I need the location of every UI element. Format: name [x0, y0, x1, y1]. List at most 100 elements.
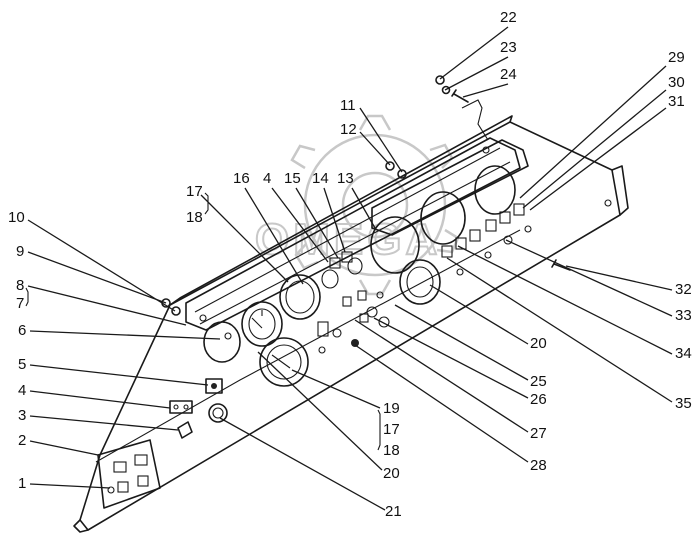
warning-lamp-icon	[205, 378, 223, 394]
callout-label-c34: 34	[675, 345, 692, 362]
leader-line-c20	[257, 351, 383, 471]
nut-icon	[435, 75, 445, 85]
leader-line-c35	[446, 257, 673, 403]
callout-label-c31: 31	[668, 93, 685, 110]
plate-icon	[169, 400, 193, 414]
callout-label-c13: 13	[337, 170, 354, 187]
callout-label-c20b: 20	[530, 335, 547, 352]
leader-line-c33	[505, 239, 673, 317]
leader-line-c5	[29, 364, 209, 386]
screw-icon	[451, 89, 469, 103]
callout-label-c4b: 4	[263, 170, 271, 187]
callout-label-c20: 20	[383, 465, 400, 482]
callout-label-c5: 5	[18, 356, 26, 373]
callout-label-c27: 27	[530, 425, 547, 442]
callout-label-c17b: 17	[383, 421, 400, 438]
callout-label-c17: 17	[186, 183, 203, 200]
gauge-speedometer-icon	[279, 274, 321, 320]
callout-label-c10: 10	[8, 209, 25, 226]
leader-line-c20b	[429, 284, 529, 345]
label-brackets	[25, 192, 381, 451]
callout-label-c22: 22	[500, 9, 517, 26]
leader-line-c8	[27, 285, 187, 326]
screw-icon	[551, 259, 571, 271]
indicator-lamp-icon	[351, 339, 359, 347]
leader-line-c14	[323, 187, 346, 253]
watermark: OMEGA	[254, 114, 460, 296]
leader-line-c10	[27, 219, 176, 312]
gauge-group-lower	[203, 259, 441, 387]
callout-label-c23: 23	[500, 39, 517, 56]
callout-label-c18b: 18	[383, 442, 400, 459]
callout-label-c32: 32	[675, 281, 692, 298]
leader-line-c19	[291, 369, 381, 409]
callout-label-c8: 8	[16, 277, 24, 294]
gauge-ammeter-icon	[241, 301, 283, 347]
leader-line-c12	[359, 131, 391, 166]
gauge-tachometer-icon	[370, 216, 420, 274]
callout-label-c28: 28	[530, 457, 547, 474]
gauge-bezel-strip	[185, 137, 529, 331]
leader-line-c29	[519, 65, 667, 199]
right-switch-cluster	[441, 203, 532, 276]
leader-line-c6	[29, 330, 221, 340]
toggle-lever-icon	[177, 421, 193, 439]
toggle-switch-icon	[317, 321, 329, 337]
callout-label-c12: 12	[340, 121, 357, 138]
callout-label-c33: 33	[675, 307, 692, 324]
gauge-large-icon	[420, 191, 466, 245]
leader-line-c27	[354, 319, 529, 433]
leader-lines	[27, 26, 673, 511]
leader-line-c11	[359, 107, 403, 173]
gauge-pressure-icon	[399, 259, 441, 305]
leader-line-c13	[351, 187, 376, 229]
fuse-block-icon	[97, 439, 161, 509]
callout-label-c18: 18	[186, 209, 203, 226]
nut-icon	[385, 161, 395, 171]
washer-icon	[397, 169, 407, 179]
callout-label-c3: 3	[18, 407, 26, 424]
washer-icon	[441, 85, 451, 95]
lower-left-components	[97, 332, 232, 509]
callout-label-c6: 6	[18, 322, 26, 339]
leader-line-c16	[244, 187, 304, 285]
watermark-text: OMEGA	[255, 215, 441, 264]
callout-label-c11: 11	[340, 97, 356, 114]
leader-line-c28	[354, 344, 529, 463]
leader-line-c24	[462, 83, 509, 98]
leader-line-c23	[444, 56, 509, 91]
washer-icon	[171, 306, 181, 316]
callout-label-c2: 2	[18, 432, 26, 449]
panel-body	[73, 115, 629, 533]
callout-label-c14: 14	[312, 170, 329, 187]
leader-line-c17	[200, 194, 289, 283]
ignition-switch-icon	[208, 403, 228, 423]
callout-label-c1: 1	[18, 475, 26, 492]
gauge-group-upper	[279, 165, 516, 320]
leader-line-c15	[295, 187, 339, 259]
watermark-gear-icon	[290, 114, 460, 296]
leader-line-c4	[29, 390, 171, 409]
gauge-fuel-icon	[474, 165, 516, 215]
leader-line-c25	[394, 304, 529, 381]
leader-line-c34	[457, 245, 673, 355]
switch-block	[317, 251, 390, 354]
leader-line-c4b	[271, 187, 329, 263]
fasteners	[161, 75, 571, 316]
leader-line-c21	[219, 417, 386, 511]
gauge-voltmeter-icon	[203, 321, 241, 363]
callout-label-c7: 7	[16, 295, 24, 312]
callout-label-c24: 24	[500, 66, 517, 83]
leader-line-c30	[522, 89, 667, 209]
leader-line-c31	[529, 107, 667, 211]
callout-label-c29: 29	[668, 49, 685, 66]
callout-label-c15: 15	[284, 170, 301, 187]
callout-label-c16: 16	[233, 170, 250, 187]
leader-line-c2	[29, 440, 99, 456]
leader-line-c22	[439, 26, 509, 80]
leader-line-c1	[29, 483, 111, 489]
callout-label-c19: 19	[383, 400, 400, 417]
callout-label-c25: 25	[530, 373, 547, 390]
